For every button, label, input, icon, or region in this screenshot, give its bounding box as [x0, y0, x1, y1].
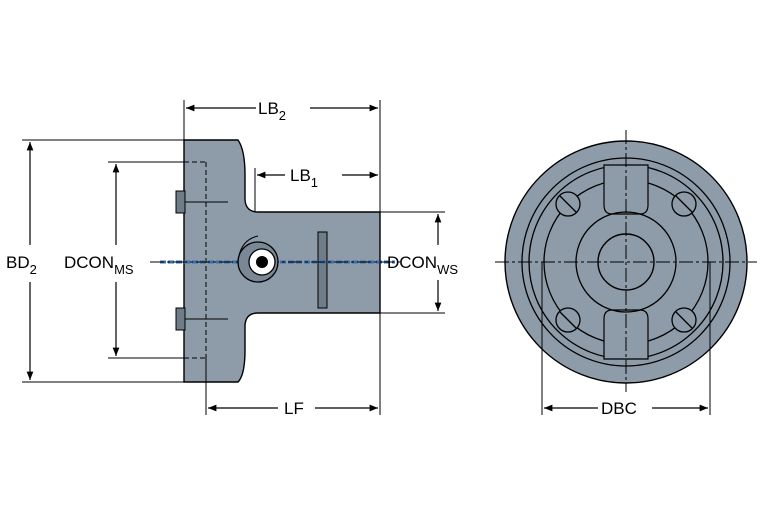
- bolt-head-top: [175, 190, 186, 214]
- front-view: [495, 130, 757, 392]
- bolt-hole-br: [671, 307, 697, 333]
- clamp-relief-arc: [237, 235, 259, 263]
- bd2-label: BD2: [6, 253, 37, 277]
- bolt-hole-tr: [671, 191, 697, 217]
- side-dimensions: LB2 LB1 BD2 DCONMS DCONWS LF: [6, 99, 458, 418]
- lf-label: LF: [284, 399, 304, 418]
- bolt-hole-bl: [555, 307, 581, 333]
- bolt-head-bottom: [175, 307, 186, 331]
- dbc-label: DBC: [601, 399, 637, 418]
- slot: [317, 231, 328, 309]
- clamp-screw-center: [256, 256, 268, 268]
- bolt-hole-tl: [555, 191, 581, 217]
- dbc-dimension: DBC: [541, 262, 711, 418]
- dconws-label: DCONWS: [387, 253, 458, 277]
- dconms-label: DCONMS: [64, 253, 134, 277]
- side-view: [150, 139, 400, 383]
- lb2-label: LB2: [258, 99, 286, 123]
- lb1-label: LB1: [290, 166, 318, 190]
